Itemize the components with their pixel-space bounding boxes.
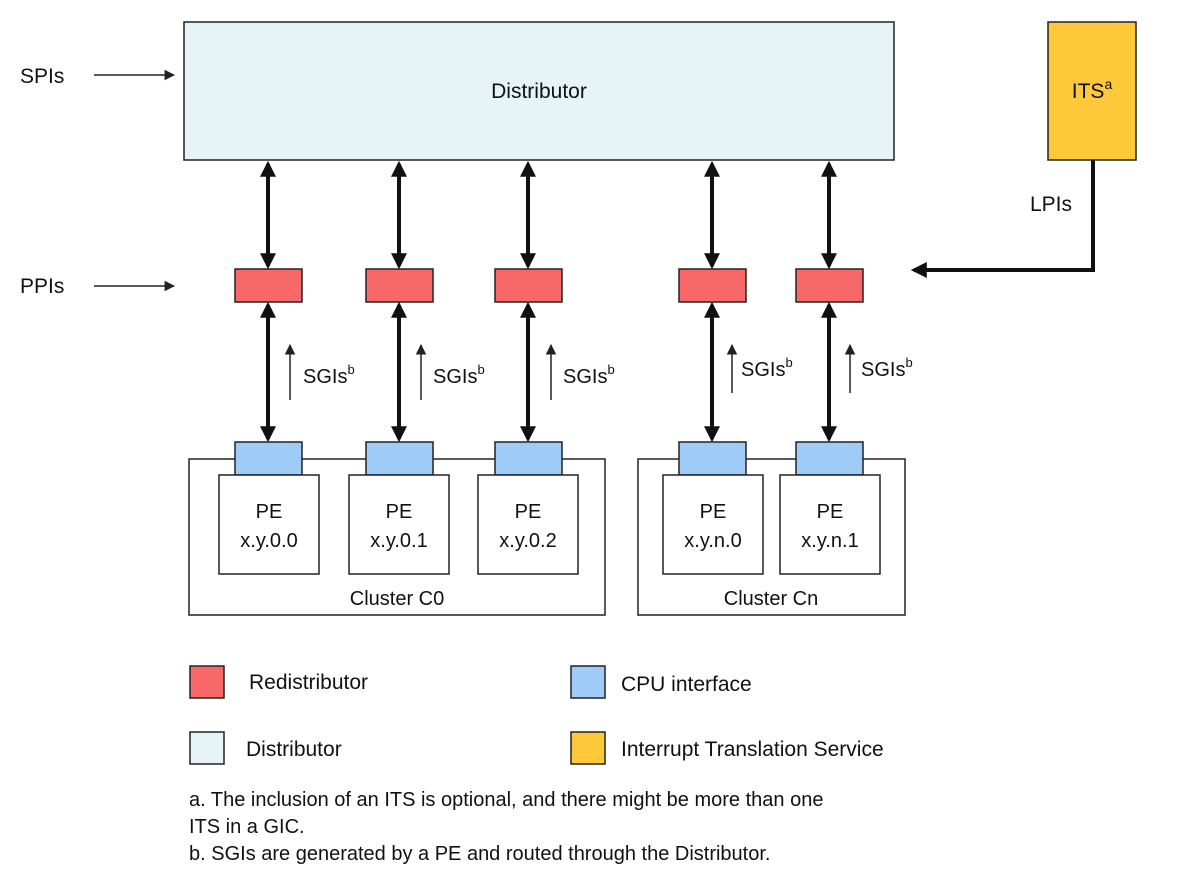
distributor-label: Distributor [491, 80, 587, 103]
legend-its-label: Interrupt Translation Service [621, 738, 884, 761]
sgi-label-1: SGIsb [303, 362, 355, 388]
ppis-label: PPIs [20, 275, 64, 298]
legend-its-swatch [570, 731, 606, 765]
cluster-c0-label: Cluster C0 [350, 588, 444, 610]
lpis-arrow [910, 160, 1095, 278]
redistributor-1 [234, 268, 303, 303]
pe-3-line2: x.y.0.2 [499, 530, 556, 552]
legend-cpu-interface-label: CPU interface [621, 673, 752, 696]
sgi-label-5: SGIsb [861, 355, 913, 381]
its-label: ITSa [1072, 76, 1113, 103]
cpu-interface-2 [365, 441, 434, 476]
pe-box-3 [477, 474, 579, 575]
redistributor-4 [678, 268, 747, 303]
pe-2-line2: x.y.0.1 [370, 530, 427, 552]
pe-box-5 [779, 474, 881, 575]
legend-distributor-label: Distributor [246, 738, 342, 761]
redistributor-2 [365, 268, 434, 303]
pe-5-line1: PE [817, 501, 844, 523]
pe-3-line1: PE [515, 501, 542, 523]
legend-redistributor-label: Redistributor [249, 671, 368, 694]
legend-cpu-interface-swatch [570, 665, 606, 699]
pe-2-line1: PE [386, 501, 413, 523]
pe-4-line2: x.y.n.0 [684, 530, 741, 552]
sgi-label-4: SGIsb [741, 355, 793, 381]
pe-5-line2: x.y.n.1 [801, 530, 858, 552]
legend-redistributor-swatch [189, 665, 225, 699]
pe-box-4 [662, 474, 764, 575]
pe-box-1 [218, 474, 320, 575]
redistributor-5 [795, 268, 864, 303]
pe-box-2 [348, 474, 450, 575]
lpis-label: LPIs [1030, 193, 1072, 216]
footnote-a-line2: ITS in a GIC. [189, 816, 305, 838]
cpu-interface-3 [494, 441, 563, 476]
spis-label: SPIs [20, 65, 64, 88]
footnote-a-line1: a. The inclusion of an ITS is optional, … [189, 789, 824, 811]
distributor-box [183, 21, 895, 161]
cluster-cn-label: Cluster Cn [724, 588, 818, 610]
its-box [1047, 21, 1137, 161]
footnote-b: b. SGIs are generated by a PE and routed… [189, 843, 771, 865]
cpu-interface-4 [678, 441, 747, 476]
footnotes: a. The inclusion of an ITS is optional, … [189, 787, 1089, 868]
pe-1-line1: PE [256, 501, 283, 523]
pe-4-line1: PE [700, 501, 727, 523]
sgi-label-2: SGIsb [433, 362, 485, 388]
legend-distributor-swatch [189, 731, 225, 765]
redistributor-3 [494, 268, 563, 303]
cpu-interface-1 [234, 441, 303, 476]
cpu-interface-5 [795, 441, 864, 476]
sgi-label-3: SGIsb [563, 362, 615, 388]
pe-1-line2: x.y.0.0 [240, 530, 297, 552]
